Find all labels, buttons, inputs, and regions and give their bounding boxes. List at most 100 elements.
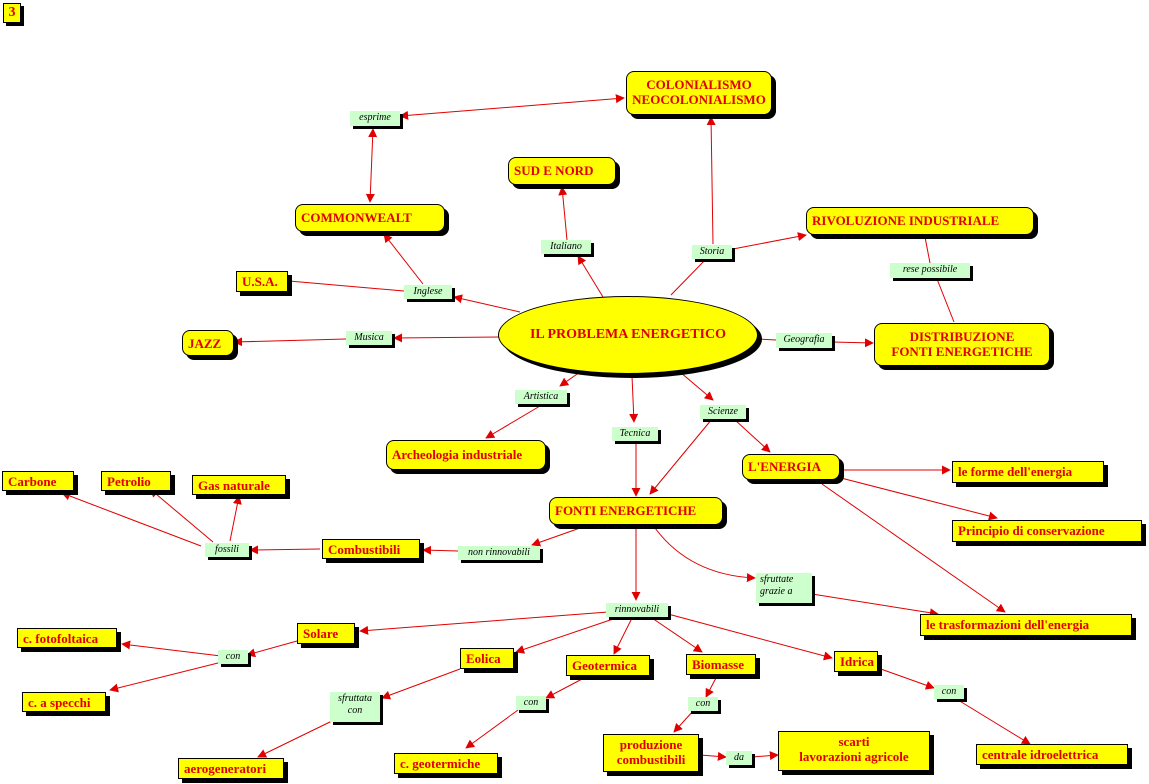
edge-con-produzione — [673, 709, 695, 733]
edge-fonti-nonrinn — [531, 527, 581, 547]
edge-rivoluzione-rese — [924, 236, 931, 264]
edge-center-musica — [393, 333, 501, 343]
label-inglese: Inglese — [404, 285, 452, 299]
edge-energia-trasformazioni — [821, 483, 1006, 613]
node-biomasse: Biomasse — [686, 654, 756, 675]
edge-idrica-con — [877, 667, 935, 690]
edge-scienze-fonti — [649, 418, 713, 495]
central-node-problema-energetico: IL PROBLEMA ENERGETICO — [498, 296, 758, 374]
edge-rinn-biomasse — [651, 617, 703, 653]
edge-center-storia — [670, 257, 708, 296]
label-sfruttata-con: sfruttata con — [330, 692, 380, 722]
node-trasformazioni-energia: le trasformazioni dell'energia — [920, 614, 1132, 636]
edge-con-geotermiche — [465, 709, 519, 749]
node-principio-conservazione: Principio di conservazione — [952, 520, 1142, 542]
edge-geotermica-con — [545, 677, 585, 699]
edge-rinn-eolica — [515, 615, 623, 654]
node-solare: Solare — [297, 623, 355, 644]
node-colonialismo: COLONIALISMO NEOCOLONIALISMO — [626, 71, 772, 115]
edge-geografia-distribuzione — [831, 338, 874, 348]
edge-center-artistica — [559, 371, 581, 387]
label-storia: Storia — [692, 245, 732, 259]
edge-energia-principio — [840, 477, 998, 521]
node-energia: L'ENERGIA — [742, 454, 840, 480]
label-con-geotermica: con — [516, 696, 546, 710]
node-centrale-idroelettrica: centrale idroelettrica — [976, 744, 1128, 765]
node-idrica: Idrica — [834, 651, 878, 672]
node-produzione-combustibili: produzione combustibili — [603, 734, 699, 772]
label-geografia: Geografia — [776, 333, 832, 348]
label-rinnovabili: rinnovabili — [606, 603, 668, 617]
edge-combustibili-fossili — [249, 545, 321, 555]
edge-sfruttata-aerogeneratori — [257, 719, 335, 758]
edge-rinn-geotermica — [613, 617, 633, 655]
node-geotermiche: c. geotermiche — [394, 753, 498, 774]
edge-nonrinn-combustibili — [422, 545, 459, 555]
edge-eolica-sfruttata — [381, 668, 461, 700]
edge-inglese-usa — [288, 280, 405, 292]
label-italiano: Italiano — [541, 240, 591, 254]
node-distribuzione-fonti: DISTRIBUZIONE FONTI ENERGETICHE — [874, 323, 1050, 366]
edge-rinn-idrica — [667, 613, 833, 661]
node-aerogeneratori: aerogeneratori — [178, 758, 284, 779]
node-rivoluzione-industriale: RIVOLUZIONE INDUSTRIALE — [806, 207, 1034, 235]
node-gas-naturale: Gas naturale — [192, 475, 286, 495]
edge-center-scienze — [679, 371, 714, 401]
edge-fossili-gas — [229, 495, 242, 542]
edge-center-inglese — [453, 294, 521, 313]
edge-esprime-colonialismo — [399, 94, 625, 120]
edge-solare-con — [246, 640, 298, 658]
label-con-idrica: con — [934, 685, 964, 699]
label-tecnica: Tecnica — [612, 427, 658, 441]
label-con-solare: con — [218, 650, 248, 664]
edge-rinn-solare — [359, 611, 609, 635]
edge-inglese-commonwealt — [383, 233, 424, 285]
edge-center-tecnica — [629, 375, 639, 423]
node-specchi: c. a specchi — [22, 692, 106, 712]
node-sud-e-nord: SUD E NORD — [508, 157, 616, 185]
edge-fossili-petrolio — [149, 488, 214, 543]
label-rese-possibile: rese possibile — [890, 263, 970, 278]
label-con-biomasse: con — [688, 697, 718, 711]
label-musica: Musica — [346, 331, 392, 345]
node-carbone: Carbone — [2, 471, 74, 491]
edge-center-italiano — [577, 255, 604, 298]
node-combustibili: Combustibili — [322, 539, 420, 559]
edge-sfruttate-trasformazioni — [811, 593, 939, 618]
node-eolica: Eolica — [460, 648, 514, 669]
label-da: da — [726, 751, 752, 765]
node-geotermica: Geotermica — [566, 655, 650, 676]
node-fotofoltaica: c. fotofoltaica — [17, 628, 117, 648]
edge-da-scarti — [751, 751, 779, 761]
label-scienze: Scienze — [700, 405, 746, 419]
node-usa: U.S.A. — [236, 271, 288, 292]
edge-center-geografia — [757, 338, 777, 341]
edge-scienze-energia — [734, 419, 771, 453]
edge-storia-rivoluzione — [732, 232, 807, 250]
edge-artistica-archeologia — [485, 405, 541, 439]
node-fonti-energetiche: FONTI ENERGETICHE — [549, 497, 723, 525]
edge-con-specchi — [109, 661, 223, 693]
edge-fonti-sfruttate — [654, 527, 756, 583]
node-petrolio: Petrolio — [101, 471, 171, 491]
node-forme-energia: le forme dell'energia — [952, 461, 1104, 483]
label-fossili: fossili — [205, 543, 249, 557]
edge-rese-distribuzione — [936, 278, 955, 323]
edge-fossili-carbone — [61, 491, 202, 547]
node-jazz: JAZZ — [182, 330, 234, 356]
edge-con-centrale — [957, 699, 1031, 745]
edge-storia-colonialismo — [706, 116, 716, 245]
node-scarti-agricole: scarti lavorazioni agricole — [778, 731, 930, 771]
edge-produzione-da — [699, 751, 727, 761]
edge-musica-jazz — [233, 337, 347, 347]
edge-biomasse-con — [705, 675, 718, 698]
edge-con-fotofoltaica — [121, 640, 222, 657]
edge-esprime-commonwealt — [365, 128, 378, 203]
label-esprime: esprime — [350, 111, 400, 126]
label-sfruttate-grazie: sfruttate grazie a — [756, 573, 812, 603]
label-artistica: Artistica — [515, 390, 567, 404]
node-archeologia-industriale: Archeologia industriale — [386, 440, 546, 470]
edge-italiano-sud — [558, 186, 568, 241]
page-number-badge: 3 — [3, 3, 21, 23]
label-non-rinnovabili: non rinnovabili — [458, 546, 540, 560]
